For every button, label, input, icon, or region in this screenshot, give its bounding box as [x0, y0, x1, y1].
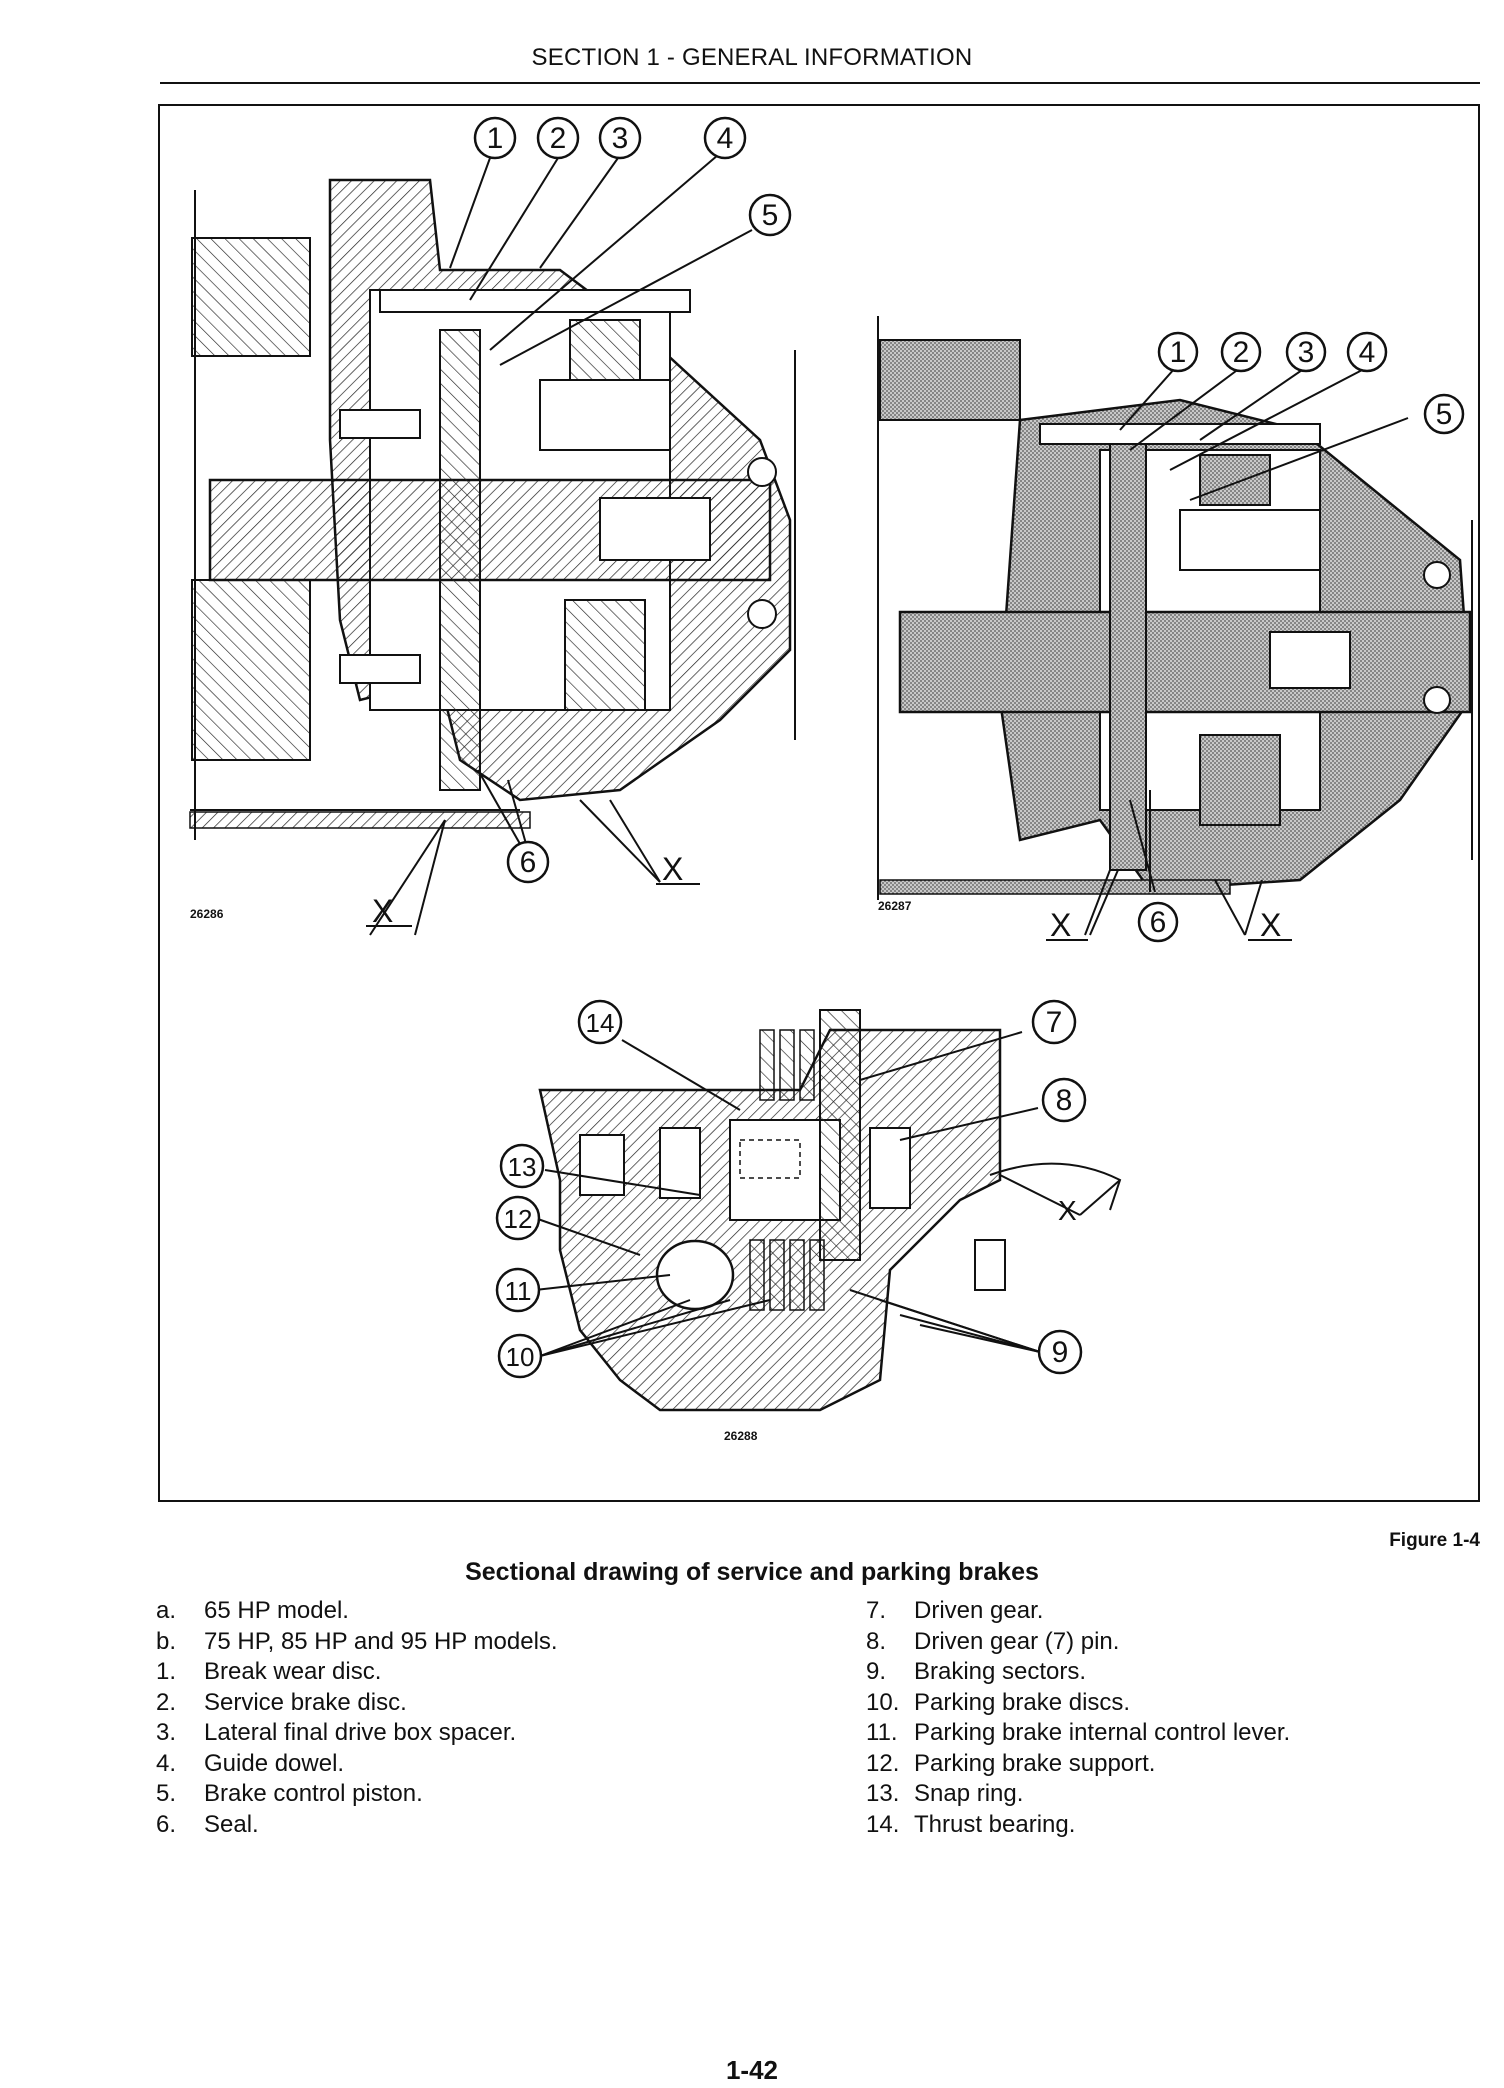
panel-b-callout-5: 5	[1436, 398, 1453, 431]
panel-c-image-number: 26288	[724, 1429, 758, 1443]
legend-text: Driven gear.	[914, 1597, 1044, 1624]
legend-item: b. 75 HP, 85 HP and 95 HP models.	[156, 1627, 558, 1658]
legend-key: 12.	[866, 1749, 900, 1777]
legend-text: Braking sectors.	[914, 1658, 1087, 1685]
legend-text: Lateral final drive box spacer.	[204, 1719, 517, 1746]
panel-a-drawing	[189, 178, 796, 840]
section-header: SECTION 1 - GENERAL INFORMATION	[531, 44, 973, 71]
panel-b-callout-4: 4	[1359, 336, 1376, 369]
panel-b-callout-1: 1	[1170, 336, 1187, 369]
panel-c-x-marker: X	[1058, 1195, 1077, 1226]
legend-key: 10.	[866, 1688, 900, 1716]
legend-key: 14.	[866, 1810, 900, 1838]
figure-label: Figure 1-4	[1389, 1530, 1480, 1551]
figure-frame	[158, 104, 1480, 1502]
legend-text: 65 HP model.	[204, 1597, 349, 1624]
legend-text: Driven gear (7) pin.	[914, 1627, 1120, 1655]
panel-a-x-marker-right: X	[662, 851, 683, 887]
panel-b-x-marker-left: X	[1050, 907, 1071, 943]
panel-c-callout-12: 12	[504, 1204, 533, 1234]
legend-key: 8.	[866, 1627, 887, 1655]
legend-left-column: a. 65 HP model. b. 75 HP, 85 HP and 95 HP …	[156, 1596, 558, 1840]
legend-item: 1. Break wear disc.	[156, 1657, 558, 1688]
legend-item: 13. Snap ring.	[866, 1779, 1290, 1810]
legend-key: 2.	[156, 1688, 177, 1716]
panel-c-callout-7: 7	[1046, 1006, 1063, 1039]
panel-c-callout-13: 13	[508, 1152, 537, 1182]
legend-text: Snap ring.	[914, 1780, 1024, 1807]
panel-c-drawing	[538, 1009, 1122, 1412]
legend-key: 6.	[156, 1810, 177, 1838]
panel-a-callout-2: 2	[550, 122, 567, 155]
panel-a-image-number: 26286	[190, 907, 224, 921]
legend-key: b.	[156, 1627, 177, 1655]
legend-key: 7.	[866, 1597, 887, 1624]
panel-c-callout-14: 14	[586, 1008, 615, 1038]
legend-key: 11.	[866, 1719, 898, 1746]
panel-b-callout-6: 6	[1150, 906, 1167, 939]
panel-b-callout-3: 3	[1298, 336, 1315, 369]
panel-c-callout-9: 9	[1052, 1336, 1069, 1369]
panel-a-callout-4: 4	[717, 122, 734, 155]
panel-c-callout-11: 11	[505, 1276, 532, 1306]
legend-key: 4.	[156, 1749, 177, 1777]
legend-item: 14. Thrust bearing.	[866, 1810, 1290, 1841]
panel-c-callout-10: 10	[506, 1342, 535, 1372]
legend-item: 8. Driven gear (7) pin.	[866, 1627, 1290, 1658]
legend-key: 5.	[156, 1780, 177, 1807]
legend-text: Seal.	[204, 1810, 259, 1838]
figure-caption: Sectional drawing of service and parking…	[465, 1558, 1039, 1586]
legend-text: Parking brake support.	[914, 1749, 1156, 1777]
legend-key: a.	[156, 1597, 177, 1624]
legend-key: 3.	[156, 1719, 177, 1746]
legend-key: 9.	[866, 1658, 887, 1685]
legend-item: 12. Parking brake support.	[866, 1749, 1290, 1780]
header-rule	[160, 82, 1480, 84]
legend-text: Parking brake discs.	[914, 1688, 1131, 1716]
panel-a-x-marker-left: X	[372, 893, 393, 929]
legend-item: 3. Lateral final drive box spacer.	[156, 1718, 558, 1749]
callout-circles	[473, 116, 1465, 1379]
panel-a-callout-6: 6	[520, 846, 537, 879]
legend-text: Break wear disc.	[204, 1658, 382, 1685]
page-number: 1-42	[725, 2055, 779, 2085]
panel-b-drawing	[877, 316, 1473, 900]
legend-item: 11. Parking brake internal control lever.	[866, 1718, 1290, 1749]
legend-item: 5. Brake control piston.	[156, 1779, 558, 1810]
legend-item: 6. Seal.	[156, 1810, 558, 1841]
legend-right-column: 7. Driven gear. 8. Driven gear (7) pin. 9.…	[866, 1596, 1290, 1840]
legend-item: 2. Service brake disc.	[156, 1688, 558, 1719]
legend-item: 10. Parking brake discs.	[866, 1688, 1290, 1719]
legend-text: 75 HP, 85 HP and 95 HP models.	[204, 1627, 558, 1655]
panel-b-callout-2: 2	[1233, 336, 1250, 369]
legend-key: 13.	[866, 1780, 900, 1807]
panel-b-x-marker-right: X	[1260, 907, 1281, 943]
legend-item: 4. Guide dowel.	[156, 1749, 558, 1780]
legend-text: Parking brake internal control lever.	[914, 1719, 1291, 1746]
panel-a-callout-3: 3	[612, 122, 629, 155]
legend-text: Brake control piston.	[204, 1780, 423, 1807]
legend-text: Thrust bearing.	[914, 1810, 1076, 1838]
legend-text: Service brake disc.	[204, 1688, 407, 1716]
legend-key: 1.	[156, 1658, 177, 1685]
legend-item: a. 65 HP model.	[156, 1596, 558, 1627]
panel-c-callout-8: 8	[1056, 1084, 1073, 1117]
legend-item: 9. Braking sectors.	[866, 1657, 1290, 1688]
panel-b-image-number: 26287	[878, 899, 912, 913]
panel-a-callout-5: 5	[762, 199, 779, 232]
panel-a-callout-1: 1	[487, 122, 504, 155]
leader-lines	[369, 154, 1409, 1357]
legend-item: 7. Driven gear.	[866, 1596, 1290, 1627]
legend-text: Guide dowel.	[204, 1749, 345, 1777]
